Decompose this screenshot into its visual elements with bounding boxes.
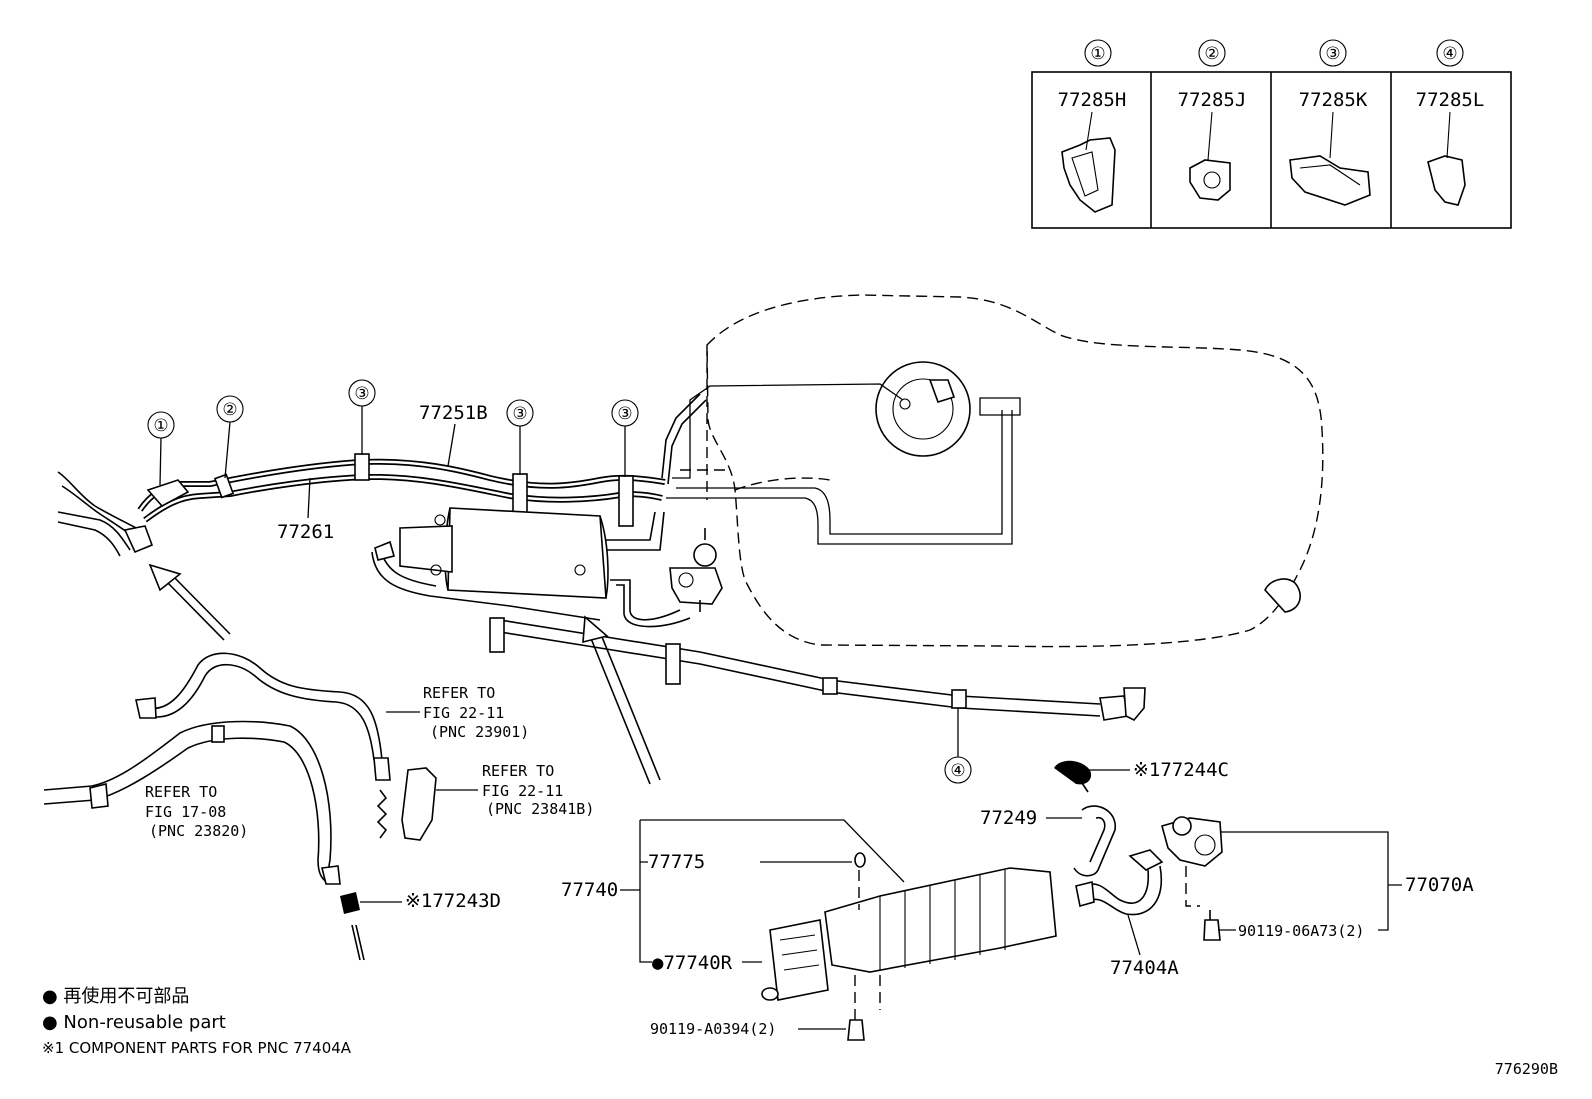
vsv-valve-parts (1054, 760, 1223, 941)
clip-table-ref-4: ④ (1442, 44, 1457, 64)
label-77249[interactable]: 77249 (980, 807, 1037, 829)
refer-note-2-line3: (PNC 23841B) (486, 800, 594, 818)
clip-part-77285j[interactable]: 77285J (1178, 89, 1247, 111)
label-77740r[interactable]: ●77740R (652, 952, 733, 974)
clip-table-ref-1: ① (1090, 44, 1105, 64)
clip-77285j-drawing (1189, 111, 1231, 201)
label-77070a[interactable]: 77070A (1405, 874, 1474, 896)
callout-1: ① (153, 416, 168, 436)
figure-code: 776290B (1495, 1060, 1558, 1078)
callout-2: ② (222, 400, 237, 420)
fuel-tank-outline (666, 294, 1324, 648)
clip-77285k-drawing (1289, 111, 1371, 206)
refer-note-3-line1: REFER TO (145, 783, 217, 801)
callout-3c: ③ (617, 404, 632, 424)
part-labels: 77251B 77261 ※177244C 77249 77070A 90119… (277, 402, 1474, 1038)
clip-part-77285h[interactable]: 77285H (1058, 89, 1127, 111)
label-77775[interactable]: 77775 (648, 851, 705, 873)
clip-77285h-drawing (1061, 111, 1116, 213)
label-77251b[interactable]: 77251B (419, 402, 488, 424)
clip-77285l-drawing (1427, 111, 1466, 206)
canister-assembled (371, 507, 723, 628)
refer-note-2-line2[interactable]: FIG 22-11 (482, 782, 563, 800)
refer-note-2-line1: REFER TO (482, 762, 554, 780)
legend: ● 再使用不可部品 ● Non-reusable part ※1 COMPONE… (42, 986, 352, 1057)
refer-note-3-line3: (PNC 23820) (149, 822, 248, 840)
label-77243d[interactable]: ※177243D (405, 890, 501, 912)
label-90119-a0394[interactable]: 90119-A0394(2) (650, 1020, 776, 1038)
clip-table: ① ② ③ ④ 77285H 77285J 77285K 77285L (1031, 39, 1512, 229)
refer-note-1-line3: (PNC 23901) (430, 723, 529, 741)
clip-part-77285k[interactable]: 77285K (1299, 89, 1368, 111)
refer-notes: REFER TO FIG 22-11 (PNC 23901) REFER TO … (145, 684, 594, 840)
refer-note-1-line1: REFER TO (423, 684, 495, 702)
legend-nonreusable-ja: ● 再使用不可部品 (42, 986, 189, 1007)
callout-3a: ③ (354, 384, 369, 404)
filler-pipes-lower-left (43, 652, 437, 961)
legend-component-note: ※1 COMPONENT PARTS FOR PNC 77404A (42, 1039, 352, 1057)
label-77740[interactable]: 77740 (561, 879, 618, 901)
canister-exploded (761, 852, 1057, 1041)
clip-table-ref-3: ③ (1325, 44, 1340, 64)
label-77244c[interactable]: ※177244C (1133, 759, 1229, 781)
callout-circles: ① ② ③ ③ ③ ④ (147, 379, 972, 784)
callout-3b: ③ (512, 404, 527, 424)
main-tube-assembly (57, 393, 707, 557)
callout-4: ④ (950, 761, 965, 781)
refer-note-3-line2[interactable]: FIG 17-08 (145, 803, 226, 821)
clip-part-77285l[interactable]: 77285L (1416, 89, 1485, 111)
assembly-arrows (148, 563, 661, 785)
label-90119-06a73[interactable]: 90119-06A73(2) (1238, 922, 1364, 940)
refer-note-1-line2[interactable]: FIG 22-11 (423, 704, 504, 722)
label-77261[interactable]: 77261 (277, 521, 334, 543)
legend-nonreusable-en: ● Non-reusable part (42, 1012, 226, 1033)
clip-table-ref-2: ② (1204, 44, 1219, 64)
label-77404a[interactable]: 77404A (1110, 957, 1179, 979)
